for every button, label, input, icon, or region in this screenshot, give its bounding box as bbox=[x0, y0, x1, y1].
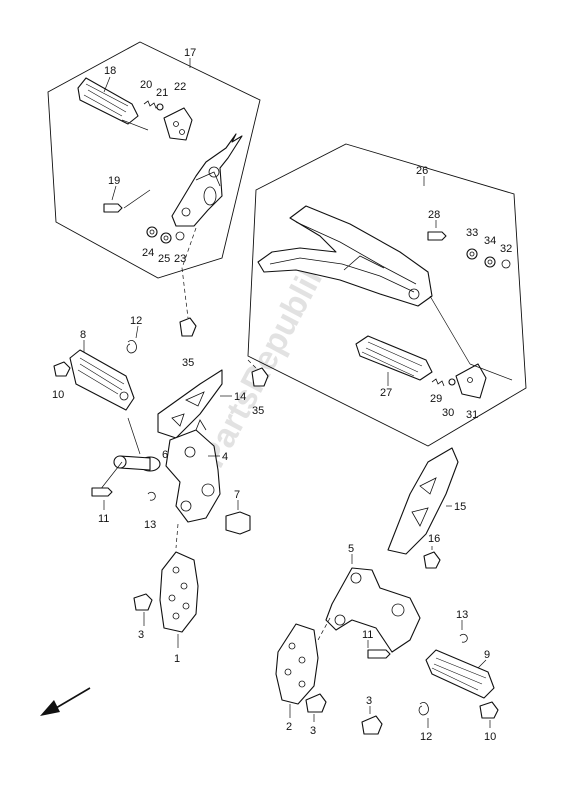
callout-9: 9 bbox=[484, 649, 490, 661]
pin-part-11-left bbox=[91, 487, 113, 510]
bolt-part-3-right-b bbox=[361, 706, 383, 735]
washer-part-34 bbox=[484, 256, 496, 268]
footpeg-part-18 bbox=[77, 76, 149, 131]
clip-part-13-left bbox=[147, 491, 156, 501]
callout-25: 25 bbox=[158, 253, 170, 265]
callout-29: 29 bbox=[430, 393, 442, 405]
washer-part-25 bbox=[160, 232, 172, 244]
bolt-part-7 bbox=[225, 500, 251, 535]
callout-26: 26 bbox=[416, 165, 428, 177]
nut-part-10-right bbox=[479, 701, 499, 728]
callout-11-right: 11 bbox=[362, 629, 373, 641]
callout-33: 33 bbox=[466, 227, 478, 239]
plate-part-31 bbox=[455, 363, 487, 399]
clip-part-13-right bbox=[459, 620, 468, 643]
callout-1: 1 bbox=[174, 653, 180, 665]
washer-part-33 bbox=[466, 248, 478, 260]
callout-23: 23 bbox=[174, 253, 186, 265]
callout-24: 24 bbox=[142, 247, 154, 259]
rear-bracket-left bbox=[171, 133, 243, 227]
nut-part-10-left bbox=[53, 361, 71, 377]
callout-20: 20 bbox=[140, 79, 152, 91]
pin-part-19 bbox=[103, 185, 151, 213]
bolt-part-35-upper bbox=[179, 317, 197, 337]
callout-35-upper: 35 bbox=[182, 357, 194, 369]
callout-17: 17 bbox=[184, 47, 196, 59]
callout-7: 7 bbox=[234, 489, 240, 501]
callout-4: 4 bbox=[222, 451, 228, 463]
callout-18: 18 bbox=[104, 65, 116, 77]
callout-16: 16 bbox=[428, 533, 440, 545]
callout-8: 8 bbox=[80, 329, 86, 341]
bolt-part-3-left bbox=[133, 593, 153, 626]
callout-28: 28 bbox=[428, 209, 440, 221]
callout-3-right-a: 3 bbox=[366, 695, 372, 707]
clip-part-23 bbox=[175, 231, 185, 241]
front-bracket-part-5 bbox=[325, 554, 421, 653]
callout-22: 22 bbox=[174, 81, 186, 93]
callout-3-left: 3 bbox=[138, 629, 144, 641]
washer-part-24 bbox=[146, 226, 158, 238]
callout-labels: 17 18 20 21 22 19 24 25 23 35 26 28 33 3… bbox=[52, 47, 512, 743]
callout-32: 32 bbox=[500, 243, 512, 255]
bolt-part-3-right-a bbox=[305, 693, 327, 722]
ball-part-21 bbox=[156, 103, 164, 111]
heel-guard-part-15 bbox=[387, 447, 459, 555]
assembly-box-17 bbox=[47, 41, 261, 279]
callout-2: 2 bbox=[286, 721, 292, 733]
callout-19: 19 bbox=[108, 175, 120, 187]
front-bracket-part-6 bbox=[165, 419, 221, 523]
callout-10-right: 10 bbox=[484, 731, 496, 743]
callout-3-right-b: 3 bbox=[310, 725, 316, 737]
plate-part-1 bbox=[159, 551, 199, 648]
bolt-part-16 bbox=[423, 546, 441, 569]
callout-27: 27 bbox=[380, 387, 392, 399]
callout-30: 30 bbox=[442, 407, 454, 419]
callout-15: 15 bbox=[454, 501, 466, 513]
front-direction-arrow-icon bbox=[40, 687, 91, 716]
spring-part-12-right bbox=[418, 702, 429, 728]
heel-guard-part-14 bbox=[157, 369, 232, 439]
spring-part-29 bbox=[431, 378, 445, 387]
assembly-box-26 bbox=[247, 143, 527, 447]
plate-part-22 bbox=[163, 107, 193, 141]
rear-bracket-right bbox=[257, 205, 433, 307]
pin-part-11-right bbox=[367, 640, 391, 659]
callout-12-right: 12 bbox=[420, 731, 432, 743]
callout-13-right: 13 bbox=[456, 609, 468, 621]
callout-13-left: 13 bbox=[144, 519, 156, 531]
pin-part-28 bbox=[427, 220, 447, 241]
ball-part-30 bbox=[448, 378, 456, 386]
callout-14: 14 bbox=[234, 391, 246, 403]
callout-11-left: 11 bbox=[98, 513, 109, 525]
plate-part-2 bbox=[275, 623, 319, 718]
pivot-part-4 bbox=[113, 455, 220, 472]
callout-10-left: 10 bbox=[52, 389, 64, 401]
callout-35-lower: 35 bbox=[252, 405, 264, 417]
callout-31: 31 bbox=[466, 409, 478, 421]
callout-6: 6 bbox=[162, 449, 168, 461]
callout-21: 21 bbox=[156, 87, 168, 99]
callout-12-left: 12 bbox=[130, 315, 142, 327]
spring-part-12-left bbox=[126, 325, 139, 354]
callout-5: 5 bbox=[348, 543, 354, 555]
callout-34: 34 bbox=[484, 235, 496, 247]
footpeg-part-8 bbox=[69, 340, 135, 411]
footpeg-part-27 bbox=[355, 335, 433, 386]
clip-part-32 bbox=[501, 259, 511, 269]
bolt-part-35-lower bbox=[251, 367, 269, 387]
footpeg-part-9 bbox=[425, 649, 495, 699]
